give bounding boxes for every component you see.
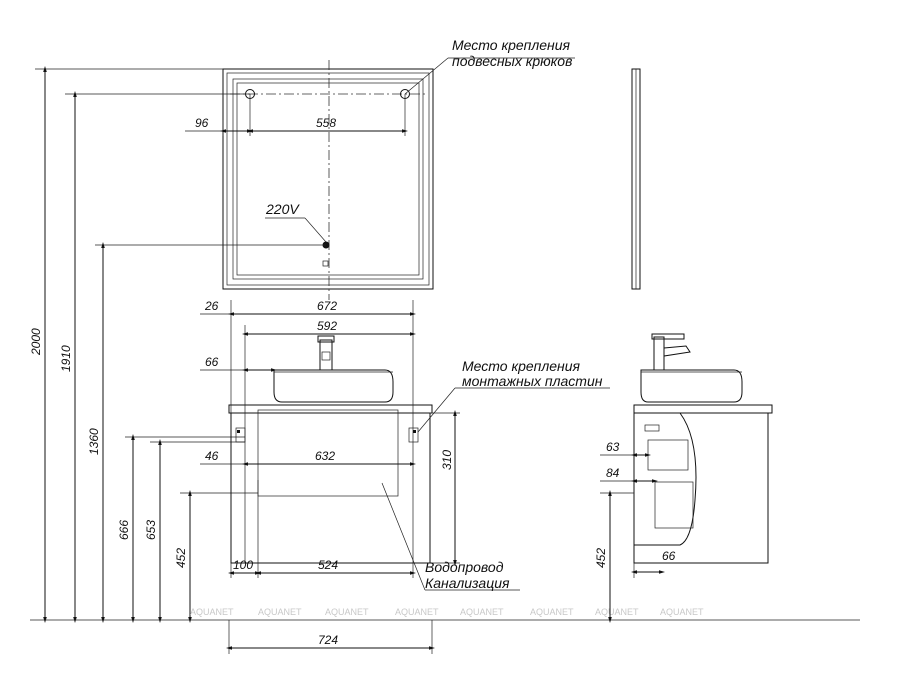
dim-66: 66 — [205, 355, 219, 369]
dim-724: 724 — [318, 633, 338, 647]
hooks-label-1: Место крепления — [452, 37, 571, 53]
dim-666: 666 — [117, 520, 131, 540]
dim-592: 592 — [317, 319, 337, 333]
plates-label-1: Место крепления — [462, 358, 581, 374]
dim-63: 63 — [606, 440, 620, 454]
dim-96: 96 — [195, 116, 209, 130]
water-label-1: Водопровод — [425, 559, 504, 575]
vertical-dimensions: 2000 1910 1360 666 653 452 — [29, 66, 326, 623]
plates-label-2: монтажных пластин — [462, 373, 603, 389]
svg-text:AQUANET: AQUANET — [530, 607, 574, 617]
hooks-label-2: подвесных крюков — [452, 53, 572, 69]
dim-653: 653 — [144, 520, 158, 540]
svg-text:AQUANET: AQUANET — [325, 607, 369, 617]
mirror-front — [222, 60, 434, 300]
cabinet-side — [633, 333, 773, 564]
dim-26: 26 — [204, 299, 219, 313]
dim-632: 632 — [315, 449, 335, 463]
water-label-2: Канализация — [425, 575, 510, 591]
dim-side-66: 66 — [662, 549, 676, 563]
dim-side-452: 452 — [594, 548, 608, 568]
dim-1360: 1360 — [87, 428, 101, 455]
dim-524: 524 — [318, 558, 338, 572]
voltage-label: 220V — [265, 201, 300, 217]
cabinet-front — [228, 335, 433, 564]
dim-558: 558 — [316, 116, 336, 130]
mirror-side — [631, 68, 641, 290]
dim-46: 46 — [205, 449, 219, 463]
dim-1910: 1910 — [59, 345, 73, 372]
svg-text:AQUANET: AQUANET — [258, 607, 302, 617]
watermark-row: AQUANET AQUANET AQUANET AQUANET AQUANET … — [190, 607, 704, 617]
dim-100: 100 — [233, 558, 253, 572]
dim-672: 672 — [317, 299, 337, 313]
dim-310: 310 — [440, 450, 454, 470]
svg-text:AQUANET: AQUANET — [595, 607, 639, 617]
svg-text:AQUANET: AQUANET — [460, 607, 504, 617]
dim-452: 452 — [174, 548, 188, 568]
svg-text:AQUANET: AQUANET — [190, 607, 234, 617]
svg-text:AQUANET: AQUANET — [395, 607, 439, 617]
dim-2000: 2000 — [29, 328, 43, 356]
svg-text:AQUANET: AQUANET — [660, 607, 704, 617]
dim-84: 84 — [606, 466, 620, 480]
